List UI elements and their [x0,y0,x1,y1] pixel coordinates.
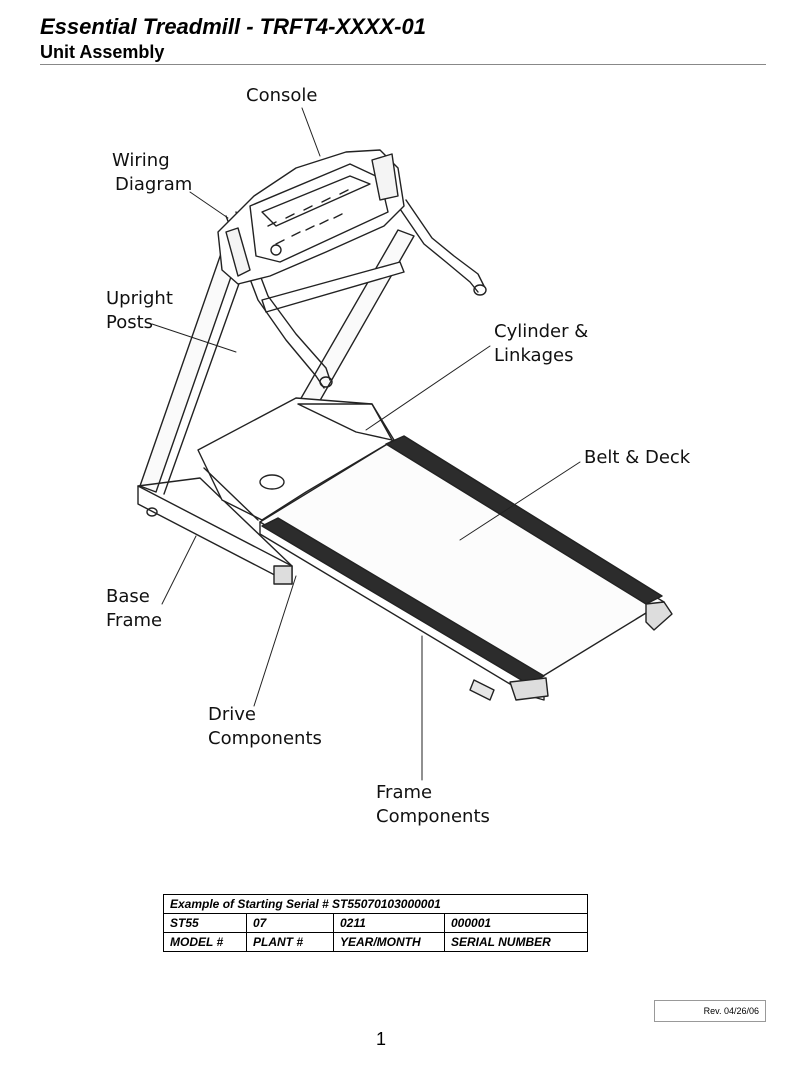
header-rule [40,64,766,65]
serial-table-caption-row: Example of Starting Serial # ST550701030… [163,894,588,914]
serial-value-model: ST55 [163,913,247,933]
callout-frame-line1: Frame [376,782,433,803]
callout-base-line1: Base [106,586,150,607]
callout-drive-line1: Drive [208,704,256,725]
callout-cylinder-line2: Linkages [494,345,574,366]
callout-upright-posts: Upright Posts [106,287,173,335]
callout-drive-components: Drive Components [208,703,322,751]
serial-value-serial: 000001 [444,913,588,933]
motor-hood [197,397,395,521]
callout-cylinder-line1: Cylinder & [494,321,589,342]
serial-header-serial: SERIAL NUMBER [444,932,588,952]
callout-console-text: Console [246,85,318,106]
serial-table-caption: Example of Starting Serial # ST550701030… [163,894,588,914]
callout-belt-text: Belt & Deck [584,447,691,468]
callout-frame-components: Frame Components [376,781,490,829]
serial-number-table: Example of Starting Serial # ST550701030… [163,894,588,952]
callout-frame-line2: Components [376,806,490,827]
leader-lines [151,107,581,781]
serial-header-model: MODEL # [163,932,247,952]
document-title: Essential Treadmill - TRFT4-XXXX-01 [40,14,426,39]
callout-base-line2: Frame [106,610,163,631]
callout-cylinder-linkages: Cylinder & Linkages [494,320,588,368]
callout-wiring-line1: Wiring [112,150,170,171]
upright-posts [139,221,415,495]
callout-upright-line2: Posts [106,312,154,333]
serial-header-plant: PLANT # [246,932,334,952]
page-number: 1 [376,1029,387,1049]
callout-wiring-diagram: Wiring Diagram [112,149,192,197]
callout-drive-line2: Components [208,728,322,749]
serial-header-year-month: YEAR/MONTH [333,932,445,952]
callout-base-frame: Base Frame [106,585,162,633]
serial-value-plant: 07 [246,913,334,933]
serial-table-headers-row: MODEL # PLANT # YEAR/MONTH SERIAL NUMBER [163,932,588,952]
base-frame [137,477,293,585]
serial-table-values-row: ST55 07 0211 000001 [163,913,588,933]
callout-belt-deck: Belt & Deck [584,446,690,470]
belt-and-deck [259,435,673,701]
callout-console: Console [246,84,317,108]
callout-upright-line1: Upright [106,288,173,309]
console [217,149,405,285]
serial-value-year-month: 0211 [333,913,445,933]
callout-wiring-line2: Diagram [115,174,193,195]
revision-box: Rev. 04/26/06 [654,1000,766,1022]
document-subtitle: Unit Assembly [40,42,165,62]
